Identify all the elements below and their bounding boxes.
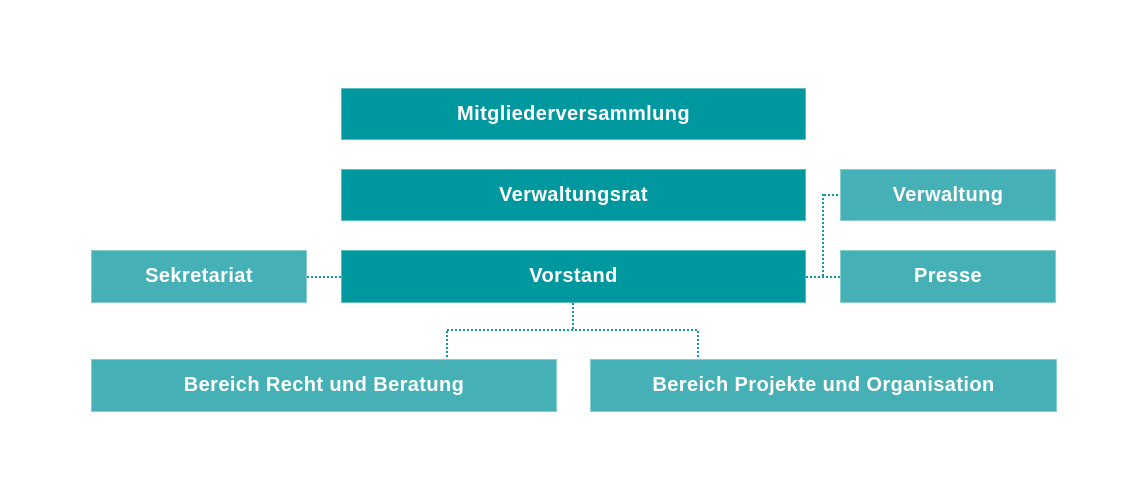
org-node-presse: Presse	[840, 250, 1056, 303]
connector-drop-bereich-projekte	[697, 331, 699, 359]
org-node-bereich-projekte: Bereich Projekte und Organisation	[590, 359, 1057, 412]
org-node-verwaltung: Verwaltung	[840, 169, 1056, 221]
connector-branch-vertical	[822, 194, 824, 278]
org-node-verwaltungsrat: Verwaltungsrat	[341, 169, 806, 221]
connector-sekretariat-vorstand	[307, 276, 341, 278]
org-node-sekretariat: Sekretariat	[91, 250, 307, 303]
org-node-mitgliederversammlung: Mitgliederversammlung	[341, 88, 806, 140]
connector-drop-bereich-recht	[446, 331, 448, 359]
connector-branch-verwaltung	[824, 194, 840, 196]
connector-vorstand-drop	[572, 303, 574, 330]
org-node-vorstand: Vorstand	[341, 250, 806, 303]
org-node-bereich-recht: Bereich Recht und Beratung	[91, 359, 557, 412]
connector-bottom-span	[447, 329, 699, 331]
